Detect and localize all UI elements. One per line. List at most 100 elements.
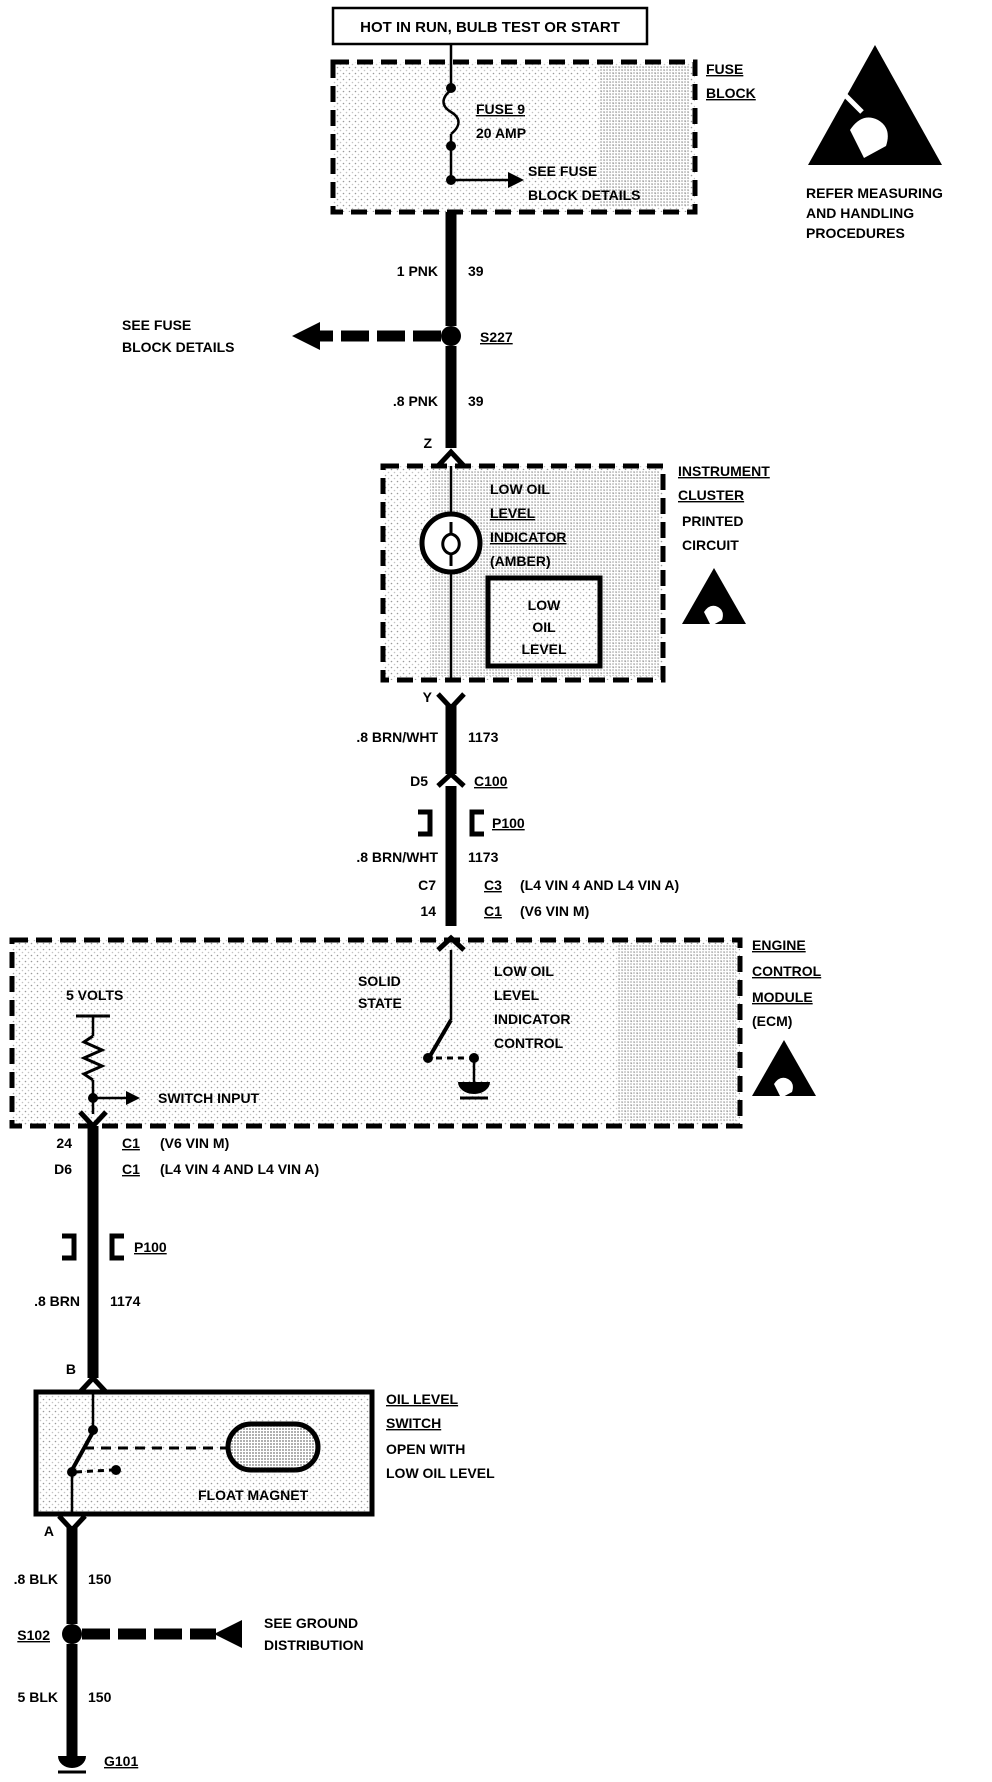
float-magnet-icon <box>225 1421 321 1473</box>
oil-switch-b-chevron <box>78 1374 108 1394</box>
indicator-label-1: LOW OIL <box>490 481 550 497</box>
esd-warning-icon <box>808 45 942 165</box>
oil-switch-pin-b: B <box>66 1361 76 1377</box>
indicator-label-4: (AMBER) <box>490 553 551 569</box>
solid-state-switch-contact <box>423 1053 433 1063</box>
ecm-bot-pin-a: 24 <box>56 1135 72 1151</box>
wire-39-lower-size: .8 PNK <box>393 393 438 409</box>
c100-pin: D5 <box>410 773 428 789</box>
ecm-control-3: INDICATOR <box>494 1011 570 1027</box>
splice-s227-node <box>441 326 461 346</box>
fuse-block-title: FUSE <box>706 61 743 77</box>
ecm-title-4: (ECM) <box>752 1013 792 1029</box>
wire-150-upper-circuit: 150 <box>88 1571 112 1587</box>
wire-150-upper-size: .8 BLK <box>14 1571 58 1587</box>
p100-upper-name: P100 <box>492 815 525 831</box>
ecm-bot-note-b: (L4 VIN 4 AND L4 VIN A) <box>160 1161 319 1177</box>
oil-switch-title-4: LOW OIL LEVEL <box>386 1465 495 1481</box>
power-source-label: HOT IN RUN, BULB TEST OR START <box>360 19 620 36</box>
cluster-pin-z: Z <box>423 435 432 451</box>
p100-lower-bracket-left <box>62 1233 77 1261</box>
solid-state-1: SOLID <box>358 973 401 989</box>
splice-s102-name: S102 <box>17 1627 50 1643</box>
indicator-label-2: LEVEL <box>490 505 536 521</box>
ecm-bot-conn-b: C1 <box>122 1161 140 1177</box>
ecm-input-chevron <box>436 934 466 952</box>
ecm-voltage: 5 VOLTS <box>66 987 123 1003</box>
ecm-top-pin-a: C7 <box>418 877 436 893</box>
ecm-ground-icon <box>458 1082 490 1100</box>
ecm-bot-pin-b: D6 <box>54 1161 72 1177</box>
p100-lower-name: P100 <box>134 1239 167 1255</box>
oil-switch-pin-a: A <box>44 1523 54 1539</box>
solid-state-2: STATE <box>358 995 402 1011</box>
fuse-9-symbol <box>442 89 460 135</box>
float-magnet-label: FLOAT MAGNET <box>198 1487 309 1503</box>
ecm-bot-conn-a: C1 <box>122 1135 140 1151</box>
wire-39-lower-circuit: 39 <box>468 393 484 409</box>
c100-chevron <box>436 770 466 788</box>
wire-1173-upper-size: .8 BRN/WHT <box>356 729 438 745</box>
indicator-label-3: INDICATOR <box>490 529 566 545</box>
wire-150-lower-size: 5 BLK <box>18 1689 58 1705</box>
display-label-2: OIL <box>532 619 556 635</box>
arrow-right-icon <box>508 172 524 188</box>
esd-notice-2: AND HANDLING <box>806 205 914 221</box>
fuse-block-shade <box>600 66 690 206</box>
connector-z-chevron <box>436 448 466 468</box>
switch-input-label: SWITCH INPUT <box>158 1090 260 1106</box>
ecm-control-2: LEVEL <box>494 987 540 1003</box>
wire-150-lower-circuit: 150 <box>88 1689 112 1705</box>
cluster-title-2: CLUSTER <box>678 487 744 503</box>
ecm-title-1: ENGINE <box>752 937 806 953</box>
wire-39-upper-size: 1 PNK <box>397 263 438 279</box>
splice-s227-name: S227 <box>480 329 513 345</box>
fuse-name: FUSE 9 <box>476 101 525 117</box>
s102-see-1: SEE GROUND <box>264 1615 358 1631</box>
cluster-title-1: INSTRUMENT <box>678 463 770 479</box>
wire-1173-lower-circuit: 1173 <box>468 849 499 865</box>
ground-g101-name: G101 <box>104 1753 138 1769</box>
s227-see-details-2: BLOCK DETAILS <box>122 339 235 355</box>
arrow-right-icon-2 <box>126 1091 140 1105</box>
fuse-see-details-1: SEE FUSE <box>528 163 597 179</box>
p100-lower-bracket-right <box>109 1233 124 1261</box>
p100-upper-bracket-left <box>418 809 433 837</box>
ecm-top-conn-a: C3 <box>484 877 502 893</box>
fuse-see-details-2: BLOCK DETAILS <box>528 187 641 203</box>
wire-1173-lower-size: .8 BRN/WHT <box>356 849 438 865</box>
wire-1173-upper-circuit: 1173 <box>468 729 499 745</box>
power-source-box <box>331 6 649 46</box>
fuse-rating: 20 AMP <box>476 125 526 141</box>
solid-state-switch-contact-2 <box>469 1053 479 1063</box>
splice-s102-node <box>62 1624 82 1644</box>
ecm-title-2: CONTROL <box>752 963 822 979</box>
c100-name: C100 <box>474 773 508 789</box>
arrow-left-icon-ground <box>214 1620 242 1648</box>
esd-notice-1: REFER MEASURING <box>806 185 943 201</box>
s102-see-2: DISTRIBUTION <box>264 1637 364 1653</box>
bulb-filament-icon <box>441 522 461 566</box>
wire-39-upper-circuit: 39 <box>468 263 484 279</box>
oil-switch-pivot <box>67 1467 77 1477</box>
p100-upper-bracket-right <box>469 809 484 837</box>
display-label-1: LOW <box>528 597 561 613</box>
s227-see-details-1: SEE FUSE <box>122 317 191 333</box>
ecm-top-note-a: (L4 VIN 4 AND L4 VIN A) <box>520 877 679 893</box>
pullup-resistor-icon <box>80 1034 106 1082</box>
oil-switch-title-3: OPEN WITH <box>386 1441 465 1457</box>
oil-switch-contact-open <box>111 1465 121 1475</box>
wire-1174-circuit: 1174 <box>110 1293 141 1309</box>
cluster-pin-y: Y <box>423 689 433 705</box>
esd-notice-3: PROCEDURES <box>806 225 905 241</box>
cluster-title-4: CIRCUIT <box>682 537 739 553</box>
ecm-top-pin-b: 14 <box>420 903 436 919</box>
ecm-control-1: LOW OIL <box>494 963 554 979</box>
cluster-title-3: PRINTED <box>682 513 743 529</box>
fuse-block-title-2: BLOCK <box>706 85 756 101</box>
oil-switch-title-2: SWITCH <box>386 1415 441 1431</box>
display-label-3: LEVEL <box>521 641 567 657</box>
ecm-control-4: CONTROL <box>494 1035 564 1051</box>
oil-switch-arm <box>70 1431 95 1471</box>
